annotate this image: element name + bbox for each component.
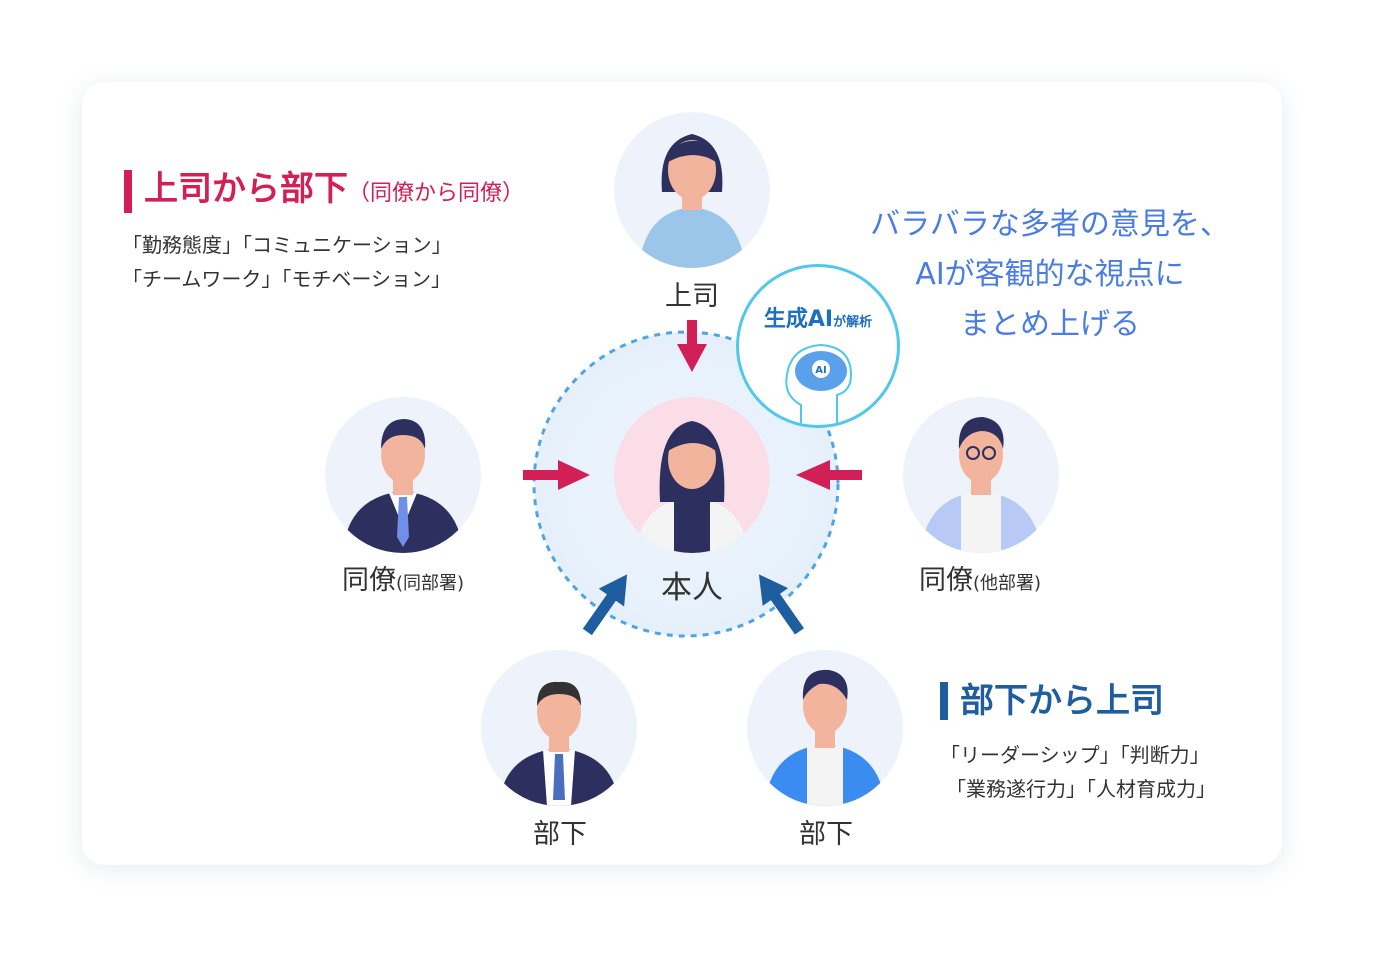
label-peer-other-dept: 同僚(他部署): [918, 565, 1042, 596]
ai-message: バラバラな多者の意見を、AIが客観的な視点にまとめ上げる: [870, 207, 1230, 342]
label-self: 本人: [661, 570, 723, 606]
label-peer-same-dept: 同僚(同部署): [341, 565, 465, 596]
label-subordinate-2: 部下: [799, 819, 853, 850]
boss-criteria: 「勤務態度」「コミュニケーション」「チームワーク」「モチベーション」: [122, 233, 452, 291]
arrow-from-boss: [677, 320, 707, 372]
avatar-self: [614, 397, 770, 553]
arrow-from-subordinate-2: [758, 574, 804, 635]
label-subordinate-1: 部下: [533, 819, 587, 850]
avatar-subordinate-2: [747, 650, 903, 806]
avatar-peer-other-dept: [903, 397, 1059, 553]
subordinate-criteria: 「リーダーシップ」「判断力」「業務遂行力」「人材育成力」: [940, 743, 1216, 801]
subordinate-to-boss-heading: 部下から上司: [940, 682, 1164, 720]
label-boss: 上司: [665, 281, 719, 312]
boss-to-subordinate-heading: 上司から部下（同僚から同僚）: [124, 170, 524, 213]
avatar-subordinate-1: [481, 650, 637, 806]
arrow-from-peer-same: [523, 460, 590, 490]
ai-brain-icon: AI: [785, 343, 853, 423]
ai-chip-label: AI: [815, 365, 826, 376]
arrow-from-subordinate-1: [582, 574, 628, 636]
arrow-from-peer-other: [796, 460, 862, 490]
avatar-peer-same-dept: [325, 397, 481, 553]
ai-analysis-badge: 生成AIが解析 AI: [736, 264, 900, 428]
avatar-boss: [614, 112, 770, 268]
